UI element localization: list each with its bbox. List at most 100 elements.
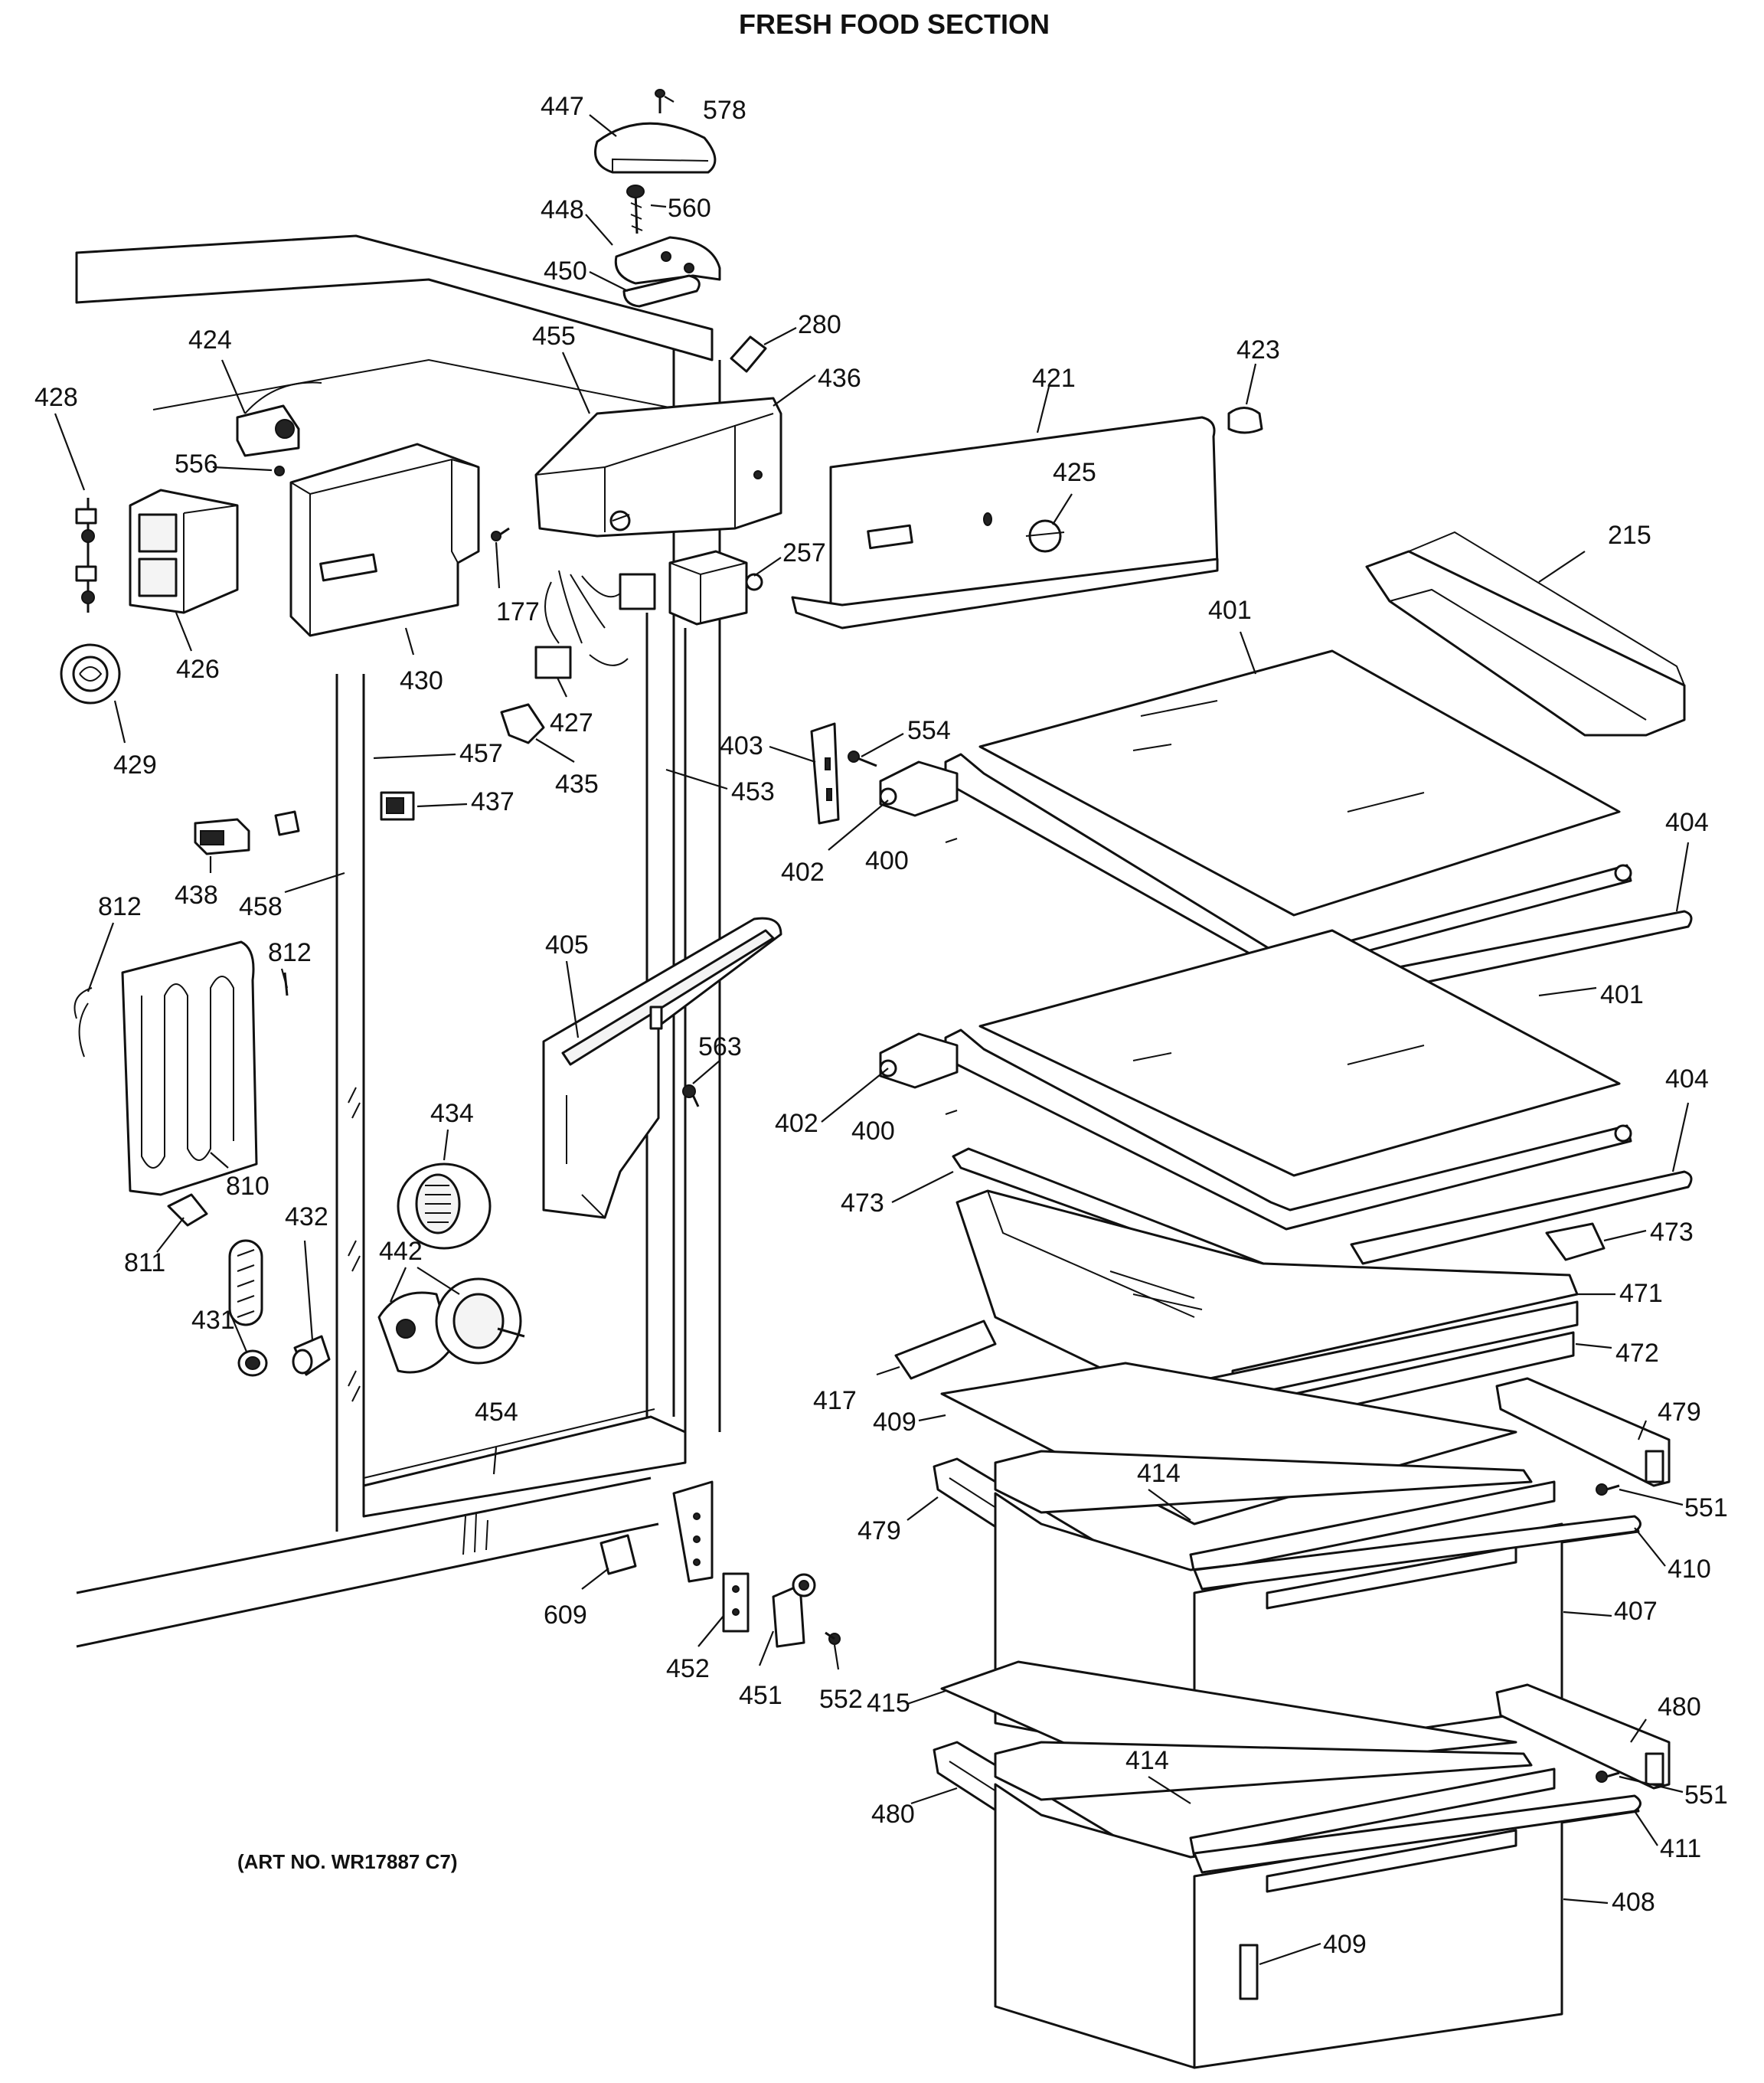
callout-563: 563 xyxy=(698,1032,742,1061)
clip-811 xyxy=(167,1193,208,1227)
bracket-417 xyxy=(894,1319,997,1380)
shelf-support-402-lower xyxy=(879,1032,959,1089)
callout-432: 432 xyxy=(285,1202,328,1231)
callout-257: 257 xyxy=(782,538,826,567)
bushing-280 xyxy=(730,335,767,373)
shelf-trim-404-upper xyxy=(1350,910,1693,997)
callout-409-upper: 409 xyxy=(873,1408,916,1437)
callout-451: 451 xyxy=(739,1681,782,1710)
light-socket-428 xyxy=(75,498,97,613)
callout-402-lower: 402 xyxy=(775,1109,818,1138)
shelf-support-402-upper xyxy=(879,760,959,817)
callout-215: 215 xyxy=(1608,521,1651,550)
callout-556: 556 xyxy=(175,450,218,479)
shelf-bin-215 xyxy=(1365,531,1686,737)
leader-lines xyxy=(54,96,1690,1966)
callout-435: 435 xyxy=(555,770,599,799)
callout-429: 429 xyxy=(113,750,157,780)
callout-437: 437 xyxy=(471,787,514,816)
knob-423 xyxy=(1227,407,1263,434)
cabinet-liner xyxy=(75,234,721,1648)
callout-425: 425 xyxy=(1053,458,1096,487)
callout-812-right: 812 xyxy=(268,938,312,967)
callout-417: 417 xyxy=(813,1386,857,1415)
callout-403: 403 xyxy=(720,731,763,760)
screw-551-upper xyxy=(1596,1483,1620,1496)
callout-409-lower: 409 xyxy=(1323,1930,1367,1959)
callout-455: 455 xyxy=(532,322,576,351)
screw-177 xyxy=(491,527,510,541)
hinge-pin-560 xyxy=(626,185,645,234)
pan-408 xyxy=(994,1783,1640,2069)
callout-473-right: 473 xyxy=(1650,1218,1694,1247)
callout-479-left: 479 xyxy=(858,1516,901,1545)
callout-578: 578 xyxy=(703,96,746,125)
art-number: (ART NO. WR17887 C7) xyxy=(237,1850,458,1873)
glass-shelf-401-lower xyxy=(978,929,1621,1177)
screw-563 xyxy=(682,1084,700,1107)
shroud-405 xyxy=(542,917,782,1219)
clip-609 xyxy=(599,1534,637,1575)
plate-452 xyxy=(722,1572,750,1633)
fan-housing-436 xyxy=(534,397,782,538)
screw-551-lower xyxy=(1596,1771,1620,1783)
switch-435 xyxy=(500,703,545,744)
callout-479-right: 479 xyxy=(1658,1398,1701,1427)
shelf-trim-404-lower xyxy=(1350,1170,1693,1265)
callout-428: 428 xyxy=(34,383,78,412)
callout-810: 810 xyxy=(226,1172,270,1201)
callout-471: 471 xyxy=(1619,1279,1663,1308)
callout-426: 426 xyxy=(176,655,220,684)
control-housing-430 xyxy=(289,443,480,637)
duct-426 xyxy=(129,489,239,614)
callout-480-left: 480 xyxy=(871,1800,915,1829)
screw-554 xyxy=(848,750,877,767)
bracket-403 xyxy=(810,722,840,825)
callout-554: 554 xyxy=(907,716,951,745)
callout-410: 410 xyxy=(1668,1555,1711,1584)
button-438 xyxy=(194,818,250,855)
relay-257 xyxy=(668,550,763,626)
callout-448: 448 xyxy=(541,195,584,224)
light-shield-434 xyxy=(397,1162,492,1250)
callout-424: 424 xyxy=(188,325,232,355)
callout-811: 811 xyxy=(124,1248,165,1277)
callout-452: 452 xyxy=(666,1654,710,1683)
lamp-cover-431 xyxy=(228,1239,268,1377)
callout-442: 442 xyxy=(379,1237,423,1266)
callout-434: 434 xyxy=(430,1099,474,1128)
callout-402-upper: 402 xyxy=(781,858,825,887)
hinge-448 xyxy=(614,236,721,285)
hinge-screw-578 xyxy=(655,89,665,113)
callout-414-lower: 414 xyxy=(1125,1746,1169,1775)
callout-453: 453 xyxy=(731,777,775,806)
wire-harness-427 xyxy=(534,570,656,679)
drawer-slide-480-right xyxy=(1495,1683,1671,1790)
hinge-cover-447 xyxy=(594,122,717,174)
callout-404-upper: 404 xyxy=(1665,808,1709,837)
glass-shelf-401-upper xyxy=(978,649,1621,917)
callout-400-lower: 400 xyxy=(851,1117,895,1146)
thermostat-424 xyxy=(236,381,322,457)
callout-436: 436 xyxy=(818,364,861,393)
hinge-451 xyxy=(772,1573,816,1648)
tab-458 xyxy=(274,810,300,836)
callout-812-left: 812 xyxy=(98,892,142,921)
control-panel-421 xyxy=(791,416,1219,629)
callout-177: 177 xyxy=(496,597,540,626)
callout-480-right: 480 xyxy=(1658,1692,1701,1722)
light-bulb-429 xyxy=(60,643,121,705)
drawer-frame-414-lower xyxy=(994,1741,1556,1859)
callout-560: 560 xyxy=(668,194,711,223)
callout-552: 552 xyxy=(819,1685,863,1714)
callout-427: 427 xyxy=(550,708,593,737)
callout-423: 423 xyxy=(1236,335,1280,365)
callout-431: 431 xyxy=(191,1306,235,1335)
callout-labels: 447 578 448 560 450 280 424 455 436 421 … xyxy=(34,92,1728,1959)
callout-458: 458 xyxy=(239,892,283,921)
button-437 xyxy=(380,791,415,821)
callout-414-upper: 414 xyxy=(1137,1459,1181,1488)
screw-552 xyxy=(825,1631,841,1645)
callout-408: 408 xyxy=(1612,1888,1655,1917)
